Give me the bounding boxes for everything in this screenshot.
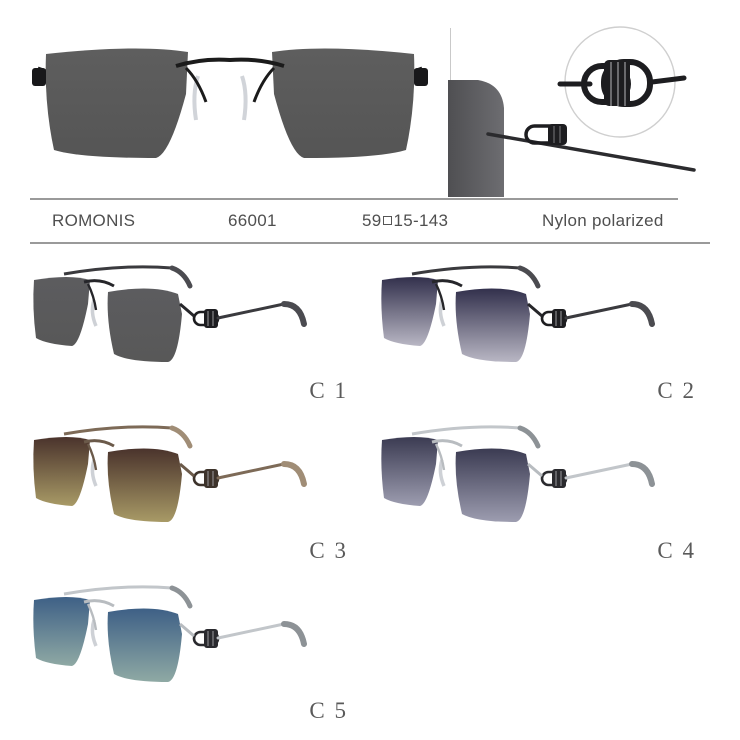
brand-label: ROMONIS: [52, 211, 136, 230]
size-label: 59 15-143: [362, 211, 448, 231]
variant-card-c4[interactable]: C 4: [362, 410, 722, 570]
variant-card-c5[interactable]: C 5: [14, 570, 374, 730]
size-lens-value: 59: [362, 211, 382, 230]
variant-card-c2[interactable]: C 2: [362, 250, 722, 410]
variant-card-c3[interactable]: C 3: [14, 410, 374, 570]
product-info-bar: ROMONIS 66001 59 15-143 Nylon polarized: [30, 198, 710, 244]
variant-grid: C 1 C: [0, 250, 740, 730]
variant-image-c1: [22, 252, 322, 372]
variant-row: C 5: [0, 570, 740, 730]
model-label: 66001: [228, 211, 277, 230]
variant-label-c3: C 3: [309, 538, 348, 563]
variant-label-c4: C 4: [657, 538, 696, 563]
size-bridge-temple-value: 15-143: [393, 211, 449, 230]
variant-label-c1: C 1: [309, 378, 348, 403]
variant-image-c4: [370, 412, 670, 532]
variant-image-c2: [370, 252, 670, 372]
variant-label-c2: C 2: [657, 378, 696, 403]
variant-card-c1[interactable]: C 1: [14, 250, 374, 410]
hinge-small: [524, 124, 567, 145]
size-box-icon: [382, 216, 392, 225]
lens-material-label: Nylon polarized: [542, 211, 664, 230]
variant-row: C 3 C: [0, 410, 740, 570]
variant-image-c5: [22, 572, 322, 692]
variant-image-c3: [22, 412, 322, 532]
hero-front-view-image: [20, 28, 440, 188]
variant-row: C 1 C: [0, 250, 740, 410]
hero-hinge-detail-image: [448, 22, 738, 197]
hero-section: [0, 0, 740, 197]
variant-label-c5: C 5: [309, 698, 348, 723]
hinge-magnified: [557, 59, 687, 107]
